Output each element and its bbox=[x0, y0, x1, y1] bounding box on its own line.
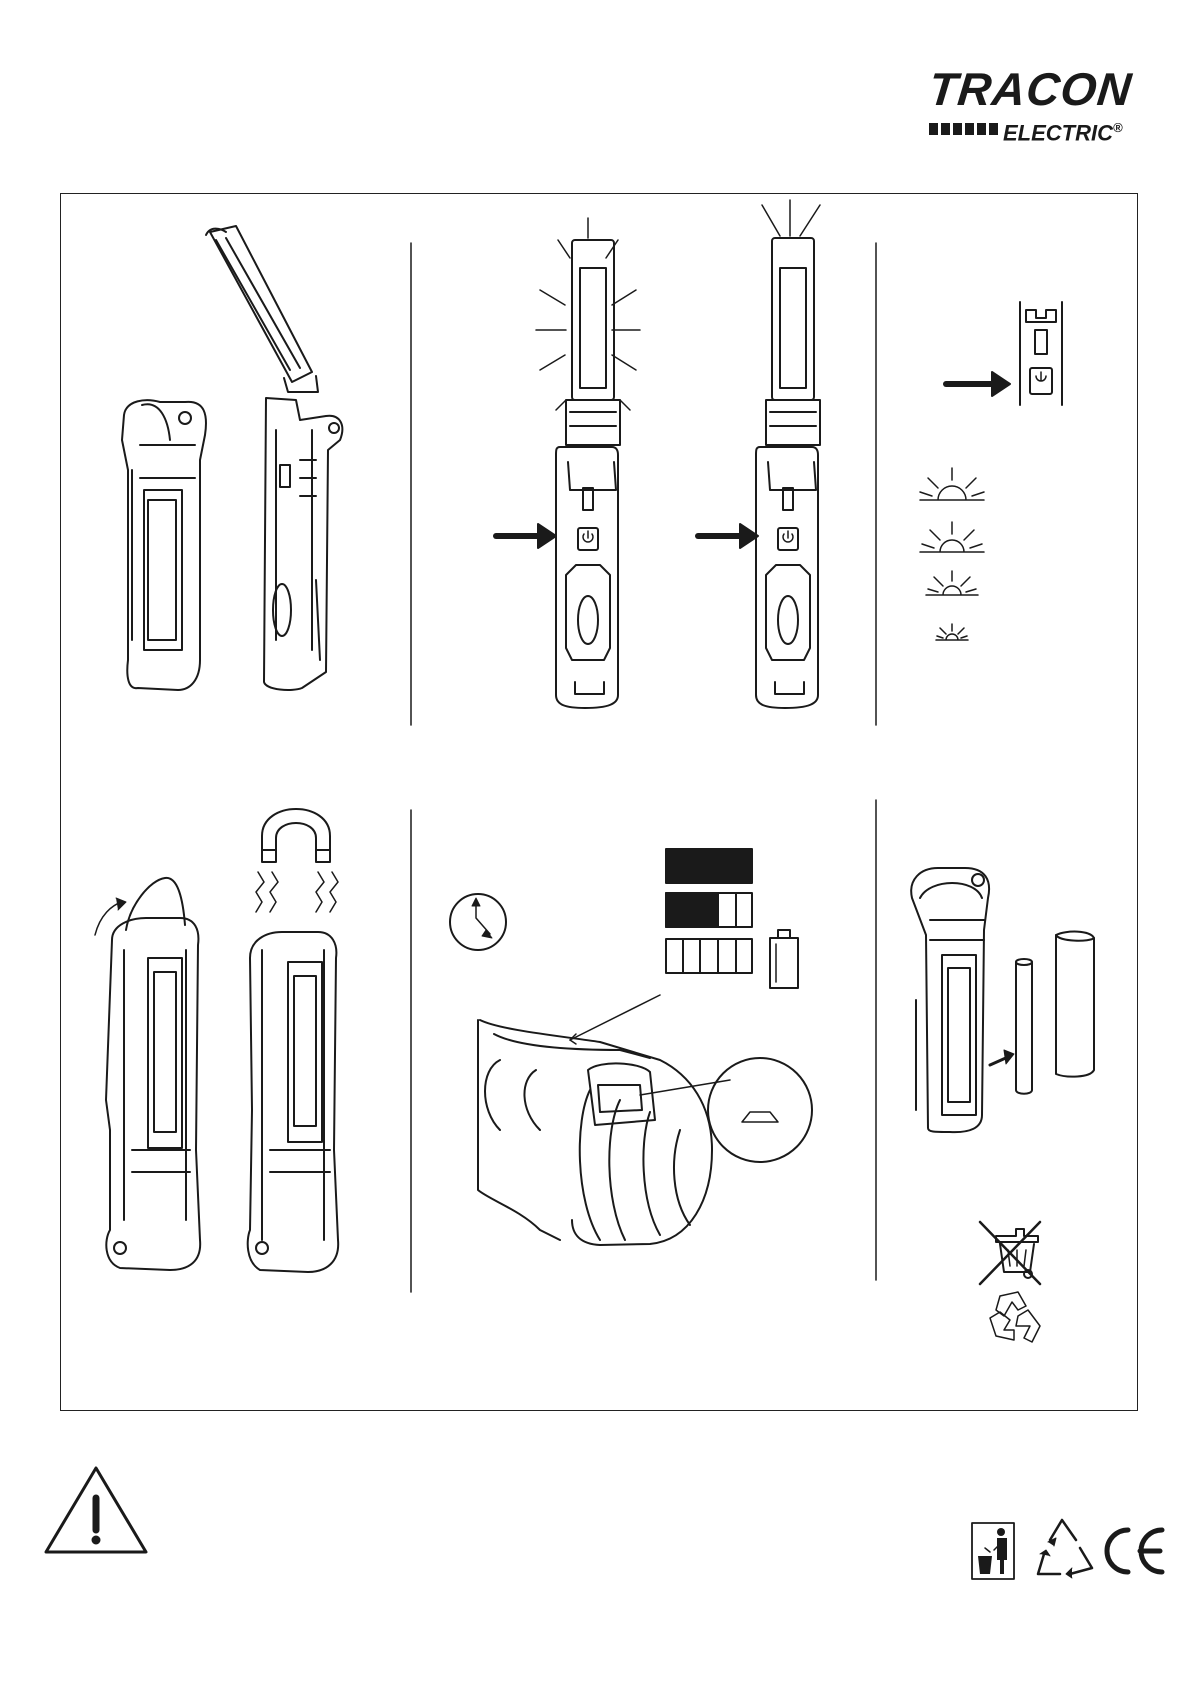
lamp-top-beam-illustration bbox=[698, 200, 820, 708]
tidyman-icon bbox=[972, 1523, 1014, 1579]
battery-replacement-illustration bbox=[911, 868, 1094, 1132]
crossed-out-bin-icon bbox=[980, 1222, 1040, 1284]
light-level-icon bbox=[920, 468, 984, 640]
switch-detail-illustration bbox=[946, 302, 1062, 405]
battery-icon bbox=[770, 930, 798, 988]
lamp-full-beam-illustration bbox=[496, 218, 640, 708]
recycle-icon bbox=[990, 1292, 1040, 1342]
clock-icon bbox=[450, 894, 506, 950]
charging-port-illustration bbox=[478, 995, 812, 1245]
lamp-unfolded-illustration bbox=[206, 226, 342, 690]
ce-mark-icon bbox=[1107, 1530, 1162, 1572]
lamp-folded-illustration bbox=[122, 400, 206, 690]
recycle-arrows-icon bbox=[1038, 1520, 1092, 1578]
lamp-magnet-illustration bbox=[248, 809, 338, 1272]
warning-triangle-icon bbox=[46, 1468, 146, 1552]
lamp-hook-illustration bbox=[95, 878, 200, 1270]
charge-indicator-illustration bbox=[666, 849, 752, 973]
